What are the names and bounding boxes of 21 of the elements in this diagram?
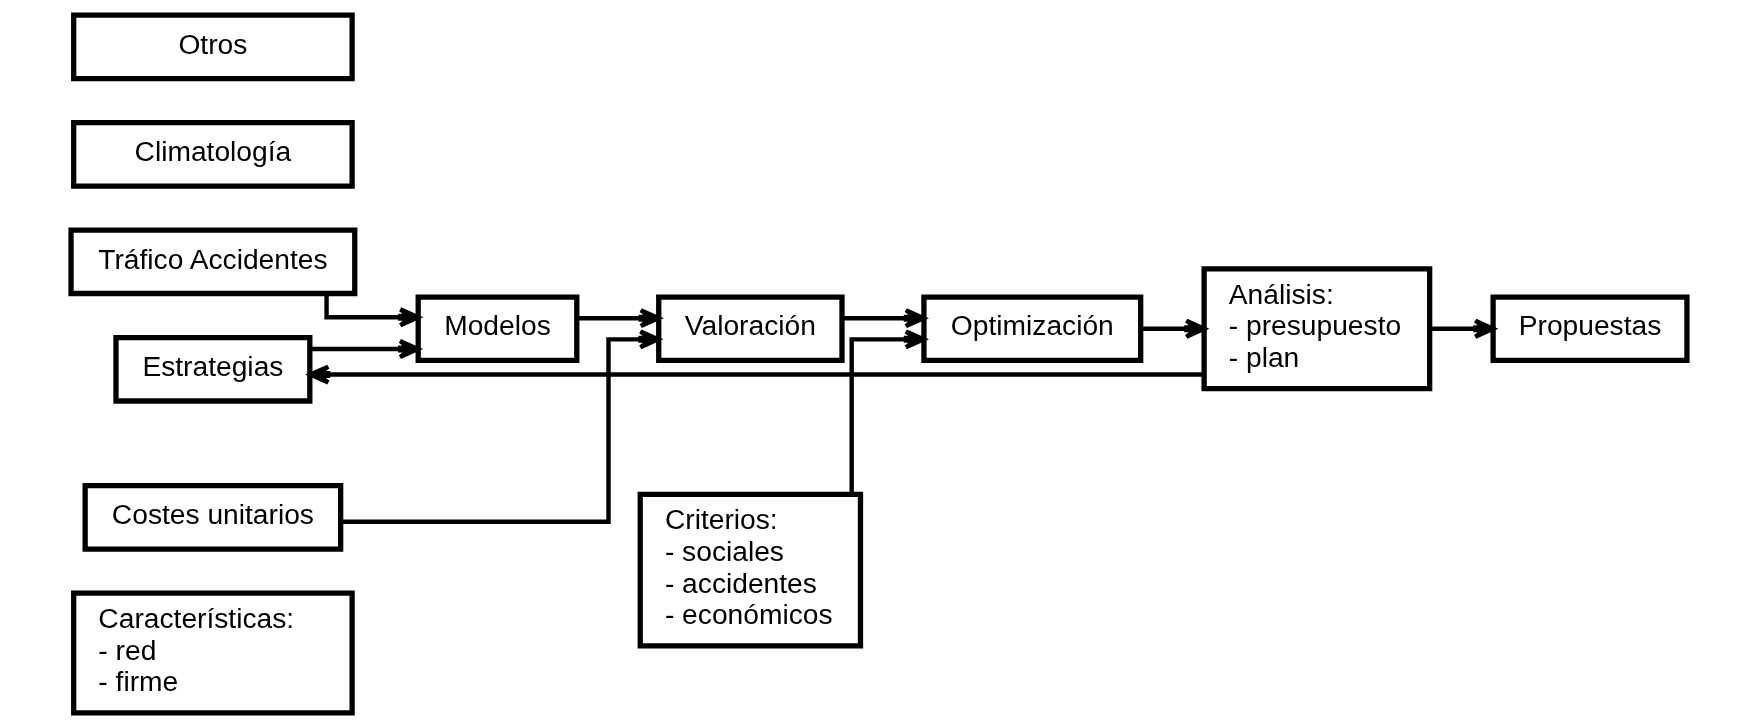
node-box: Propuestas: [1490, 294, 1690, 364]
node-box: Costes unitarios: [82, 482, 344, 552]
arrow: [842, 308, 926, 329]
node-box: Valoración: [656, 294, 845, 364]
node-box: Optimización: [921, 294, 1144, 364]
node-box: Estrategias: [113, 334, 313, 404]
node-box: Tráfico Accidentes: [68, 227, 358, 297]
arrow: [1430, 318, 1496, 339]
arrow: [576, 308, 661, 329]
node-box: Análisis: - presupuesto - plan: [1201, 266, 1433, 392]
arrow: [340, 329, 661, 524]
arrow: [324, 294, 421, 328]
node-box: Otros: [71, 12, 355, 82]
node-box: Climatología: [71, 119, 355, 189]
node-box: Modelos: [415, 294, 580, 364]
arrow: [849, 329, 926, 494]
node-box: Criterios: - sociales - accidentes - económicos: [637, 491, 864, 649]
node-box: Características: - red - firme: [71, 590, 355, 716]
arrow: [308, 364, 1204, 385]
arrow: [310, 338, 420, 360]
arrow: [1140, 318, 1207, 339]
